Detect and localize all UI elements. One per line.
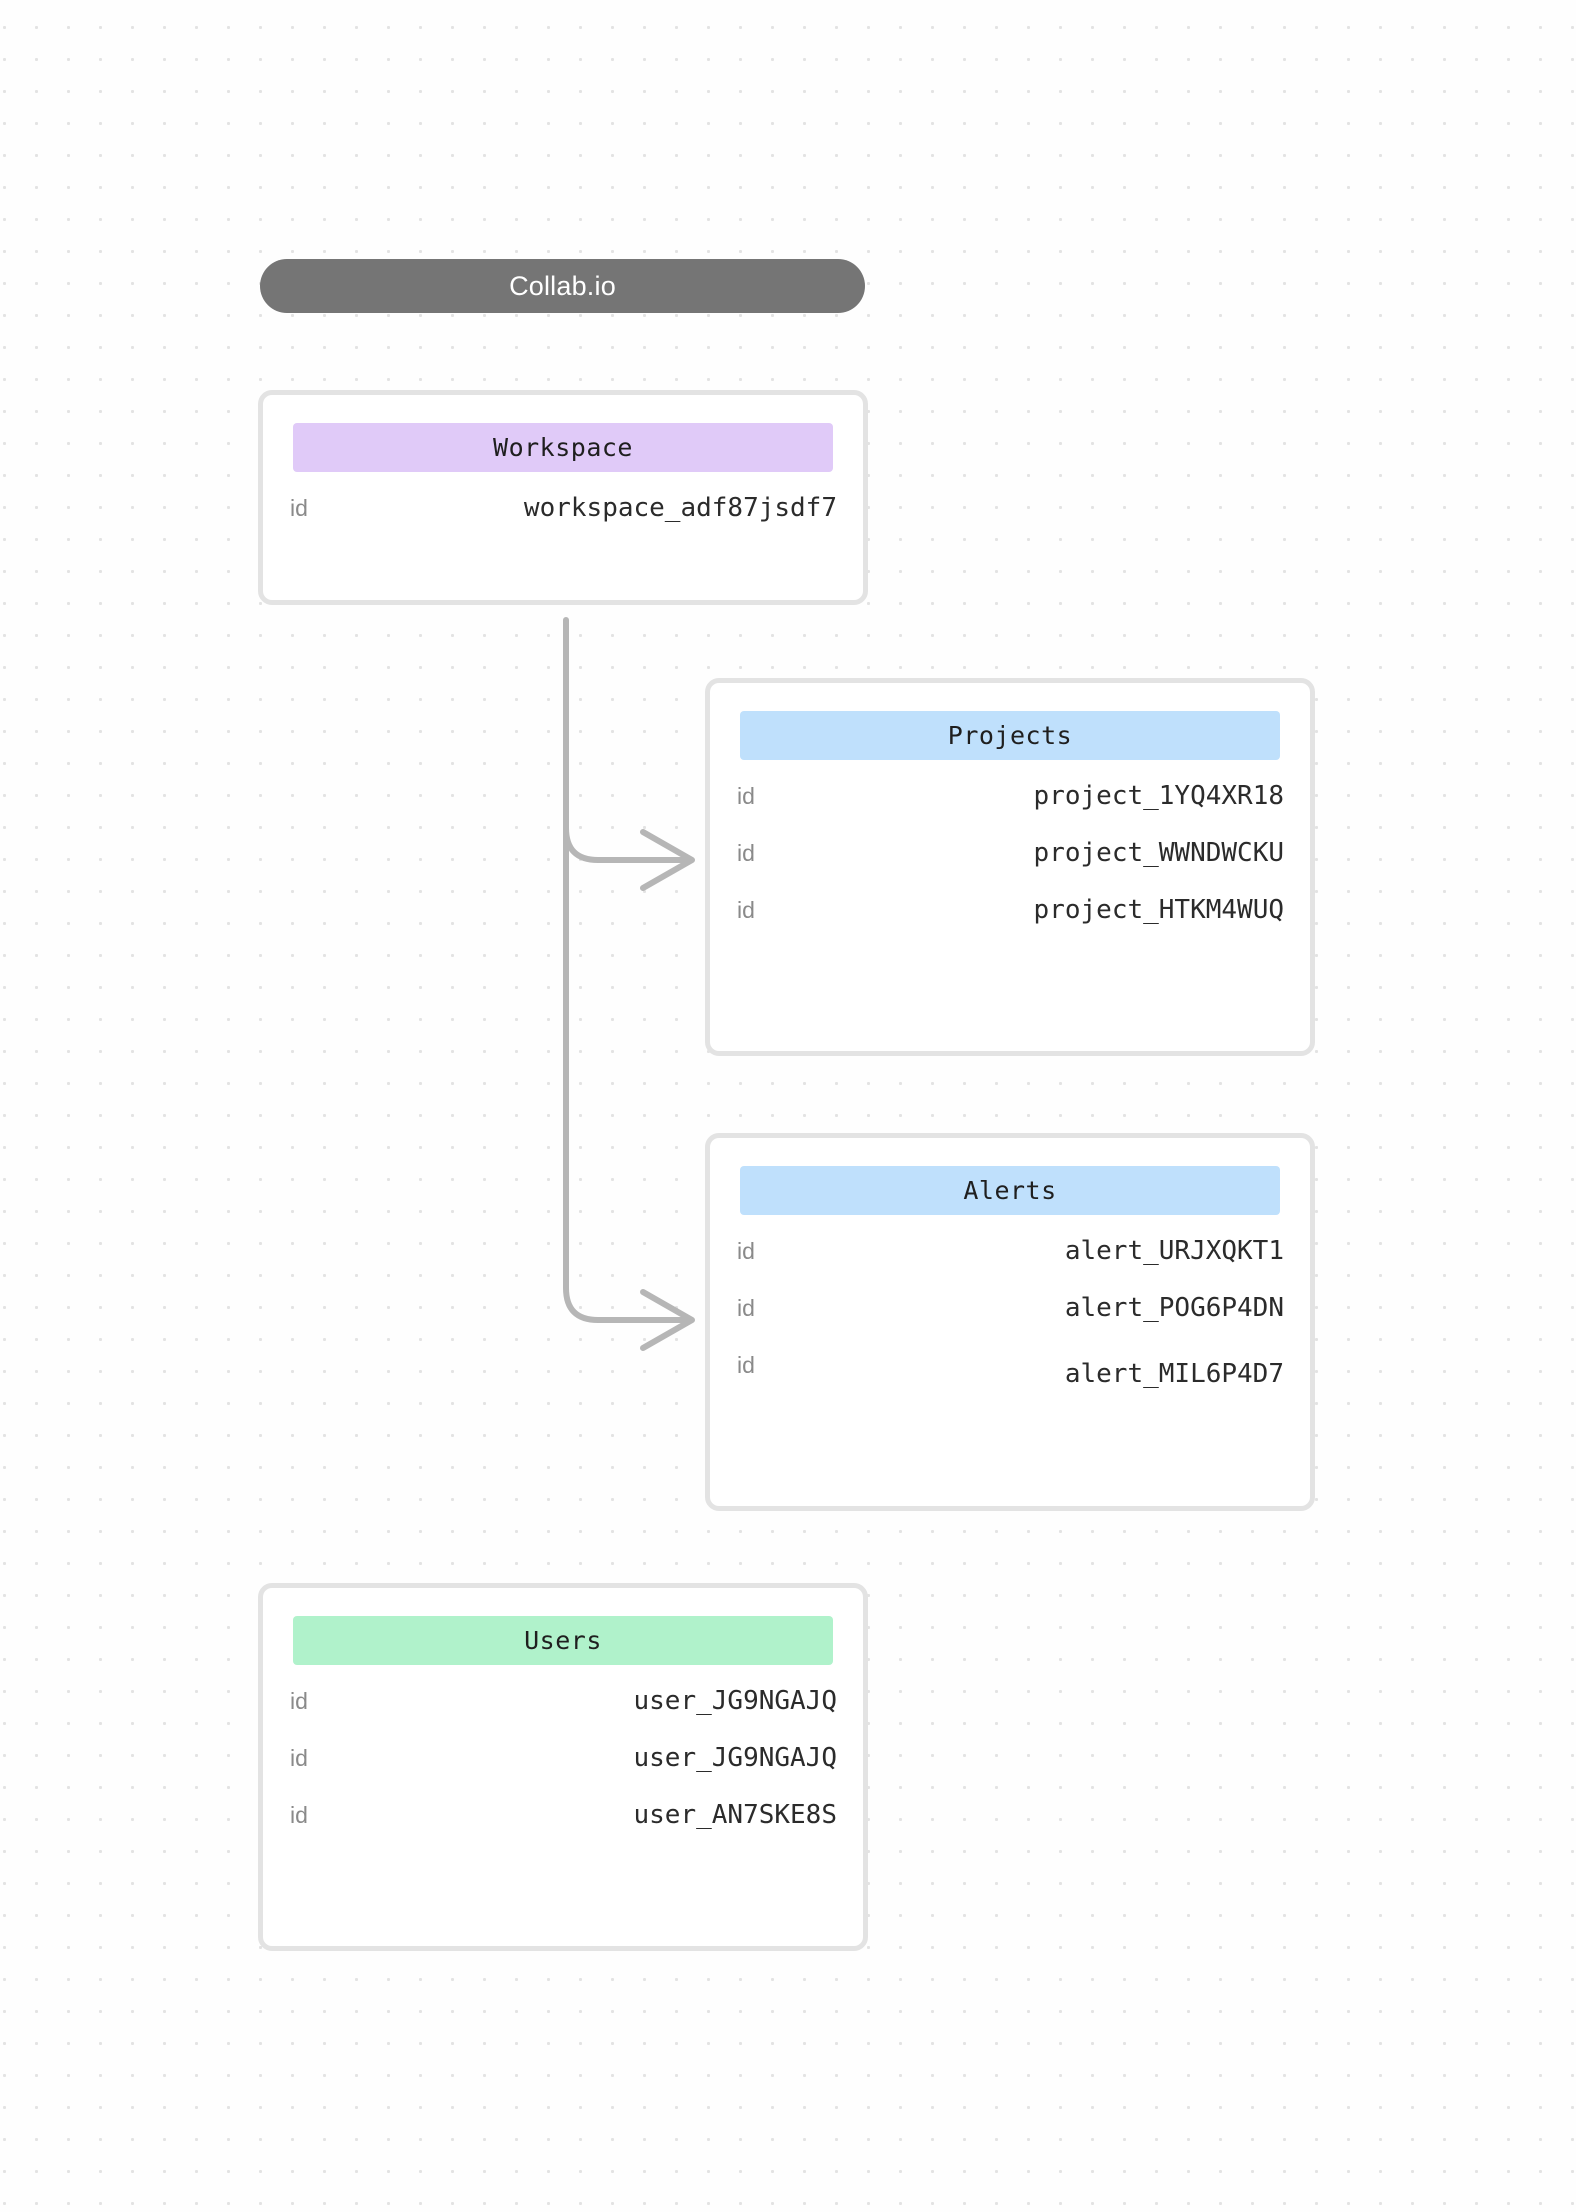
entity-card-users[interactable]: Users id user_JG9NGAJQ id user_JG9NGAJQ … (258, 1583, 868, 1951)
entity-title-users: Users (524, 1626, 602, 1655)
row-value: alert_MIL6P4D7 (1064, 1359, 1284, 1389)
row-key: id (737, 1238, 755, 1264)
row-value: project_HTKM4WUQ (1033, 895, 1284, 925)
row-value: user_JG9NGAJQ (633, 1686, 838, 1716)
entity-card-workspace[interactable]: Workspace id workspace_adf87jsdf7 (258, 390, 868, 605)
table-row[interactable]: id alert_URJXQKT1 (737, 1236, 1284, 1293)
table-row[interactable]: id project_1YQ4XR18 (737, 781, 1284, 838)
table-row[interactable]: id project_WWNDWCKU (737, 838, 1284, 895)
row-value: workspace_adf87jsdf7 (523, 493, 837, 523)
table-row[interactable]: id alert_MIL6P4D7 (737, 1350, 1284, 1407)
entity-rows-workspace: id workspace_adf87jsdf7 (290, 493, 837, 550)
row-key: id (290, 1802, 308, 1828)
row-value: user_AN7SKE8S (633, 1800, 838, 1830)
row-value: project_1YQ4XR18 (1033, 781, 1284, 811)
diagram-title: Collab.io (509, 270, 616, 301)
entity-title-projects: Projects (947, 721, 1073, 750)
edge-workspace-to-alerts-arrowhead (640, 1289, 695, 1351)
entity-title-alerts: Alerts (963, 1176, 1057, 1205)
table-row[interactable]: id user_JG9NGAJQ (290, 1686, 837, 1743)
entity-header-users: Users (293, 1616, 833, 1665)
entity-rows-projects: id project_1YQ4XR18 id project_WWNDWCKU … (737, 781, 1284, 952)
edge-workspace-to-projects-arrowhead (640, 829, 695, 891)
row-value: alert_POG6P4DN (1064, 1293, 1284, 1323)
entity-title-workspace: Workspace (493, 433, 633, 462)
diagram-title-pill: Collab.io (260, 259, 865, 313)
entity-card-projects[interactable]: Projects id project_1YQ4XR18 id project_… (705, 678, 1315, 1056)
table-row[interactable]: id project_HTKM4WUQ (737, 895, 1284, 952)
entity-header-projects: Projects (740, 711, 1280, 760)
edge-workspace-to-projects (563, 617, 686, 863)
row-key: id (737, 840, 755, 866)
row-key: id (737, 1352, 755, 1378)
entity-header-alerts: Alerts (740, 1166, 1280, 1215)
row-key: id (290, 1745, 308, 1771)
table-row[interactable]: id user_AN7SKE8S (290, 1800, 837, 1857)
table-row[interactable]: id user_JG9NGAJQ (290, 1743, 837, 1800)
table-row[interactable]: id alert_POG6P4DN (737, 1293, 1284, 1350)
row-key: id (290, 495, 308, 521)
row-key: id (737, 897, 755, 923)
entity-header-workspace: Workspace (293, 423, 833, 472)
row-value: project_WWNDWCKU (1033, 838, 1284, 868)
row-key: id (290, 1688, 308, 1714)
table-row[interactable]: id workspace_adf87jsdf7 (290, 493, 837, 550)
row-value: alert_URJXQKT1 (1064, 1236, 1284, 1266)
row-value: user_JG9NGAJQ (633, 1743, 838, 1773)
entity-card-alerts[interactable]: Alerts id alert_URJXQKT1 id alert_POG6P4… (705, 1133, 1315, 1511)
entity-rows-users: id user_JG9NGAJQ id user_JG9NGAJQ id use… (290, 1686, 837, 1857)
row-key: id (737, 783, 755, 809)
entity-rows-alerts: id alert_URJXQKT1 id alert_POG6P4DN id a… (737, 1236, 1284, 1407)
edge-workspace-to-alerts (563, 825, 686, 1323)
row-key: id (737, 1295, 755, 1321)
